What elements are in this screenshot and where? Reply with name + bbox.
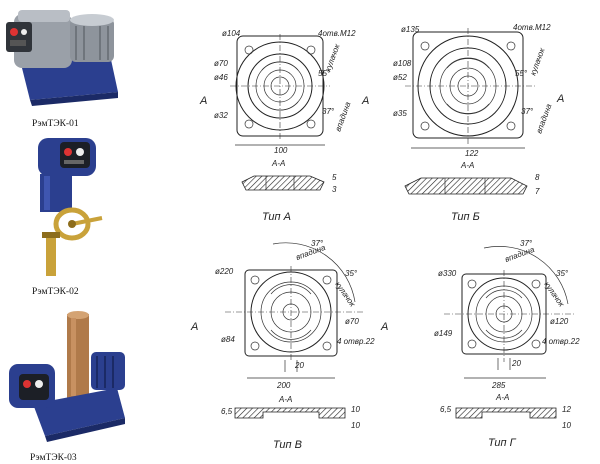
label-g-holes: 4 отвр.22	[542, 337, 580, 346]
label-v-h10b: 10	[351, 421, 360, 430]
label-a-cam: кулачок	[323, 42, 342, 73]
drawing-type-a: ø104 4отв.М12 ø70 ø46 ø32 55° 37° кулачо…	[199, 29, 369, 223]
label-v-h10a: 10	[351, 405, 360, 414]
label-v-d70: ø70	[345, 317, 359, 326]
label-b-cam: кулачок	[528, 46, 547, 77]
label-a-55deg: 55°	[318, 69, 331, 78]
label-v-width: 200	[276, 381, 291, 390]
label-b-d35: ø35	[393, 109, 407, 118]
label-b-37deg: 37°	[521, 107, 534, 116]
label-a-d70: ø70	[214, 59, 228, 68]
label-g-h10: 10	[562, 421, 571, 430]
product-caption-3: РэмТЭК-03	[30, 453, 77, 463]
label-g-h65: 6,5	[440, 405, 452, 414]
label-a-d32: ø32	[214, 111, 228, 120]
label-g-h12: 12	[562, 405, 571, 414]
label-a-holes: 4отв.М12	[318, 29, 356, 38]
label-g-37deg: 37°	[520, 239, 533, 248]
label-b-holes: 4отв.М12	[513, 23, 551, 32]
title-type-v: Тип В	[273, 439, 302, 451]
label-g-d330: ø330	[438, 269, 457, 278]
label-g-35deg: 35°	[556, 269, 569, 278]
label-b-section-right: А	[556, 93, 564, 105]
title-type-g: Тип Г	[488, 437, 517, 449]
title-type-b: Тип Б	[451, 211, 480, 223]
label-a-width: 100	[274, 146, 288, 155]
product-caption-1: РэмТЭК-01	[32, 119, 79, 129]
label-a-recess: впадина	[333, 100, 352, 132]
label-a-h5: 5	[332, 173, 337, 182]
label-g-d149: ø149	[434, 329, 453, 338]
product-photo-3	[5, 308, 130, 448]
label-v-20: 20	[294, 361, 304, 370]
drawing-type-v: ø220 37° 35° впадина кулачок ø70 ø84 4 о…	[190, 239, 388, 451]
label-b-55deg: 55°	[515, 69, 528, 78]
label-v-section: А-А	[278, 395, 292, 404]
label-b-d52: ø52	[393, 73, 407, 82]
product-photo-1	[0, 0, 130, 112]
label-a-section-left: А	[199, 95, 207, 107]
label-a-h3: 3	[332, 185, 337, 194]
label-v-section-right: А	[380, 321, 388, 333]
product-photo-2	[30, 132, 120, 282]
label-a-section: А-А	[271, 159, 285, 168]
label-g-20: 20	[511, 359, 521, 368]
label-a-37deg: 37°	[322, 107, 335, 116]
label-g-section: А-А	[495, 393, 509, 402]
drawing-type-g: ø330 37° 35° впадина кулачок ø120 ø149 4…	[434, 239, 580, 449]
product-caption-2: РэмТЭК-02	[32, 287, 79, 297]
label-v-section-left: А	[190, 321, 198, 333]
label-v-35deg: 35°	[345, 269, 358, 278]
label-b-width: 122	[465, 149, 479, 158]
title-type-a: Тип А	[262, 211, 291, 223]
label-a-d104: ø104	[222, 29, 241, 38]
label-b-section: А-А	[460, 161, 474, 170]
label-v-d84: ø84	[221, 335, 235, 344]
label-a-section-right: А	[361, 95, 369, 107]
label-v-holes: 4 отвр.22	[337, 337, 375, 346]
label-a-d46: ø46	[214, 73, 228, 82]
label-b-d135: ø135	[401, 25, 420, 34]
label-b-h8: 8	[535, 173, 540, 182]
label-v-h65: 6,5	[221, 407, 233, 416]
label-b-h7: 7	[535, 187, 540, 196]
label-g-d120: ø120	[550, 317, 569, 326]
label-b-d108: ø108	[393, 59, 412, 68]
label-v-d220: ø220	[215, 267, 234, 276]
label-b-recess: впадина	[534, 102, 553, 134]
drawing-type-b: ø135 4отв.М12 ø108 ø52 ø35 55° 37° кулач…	[393, 23, 564, 223]
label-v-37deg: 37°	[311, 239, 324, 248]
label-g-width: 285	[491, 381, 506, 390]
